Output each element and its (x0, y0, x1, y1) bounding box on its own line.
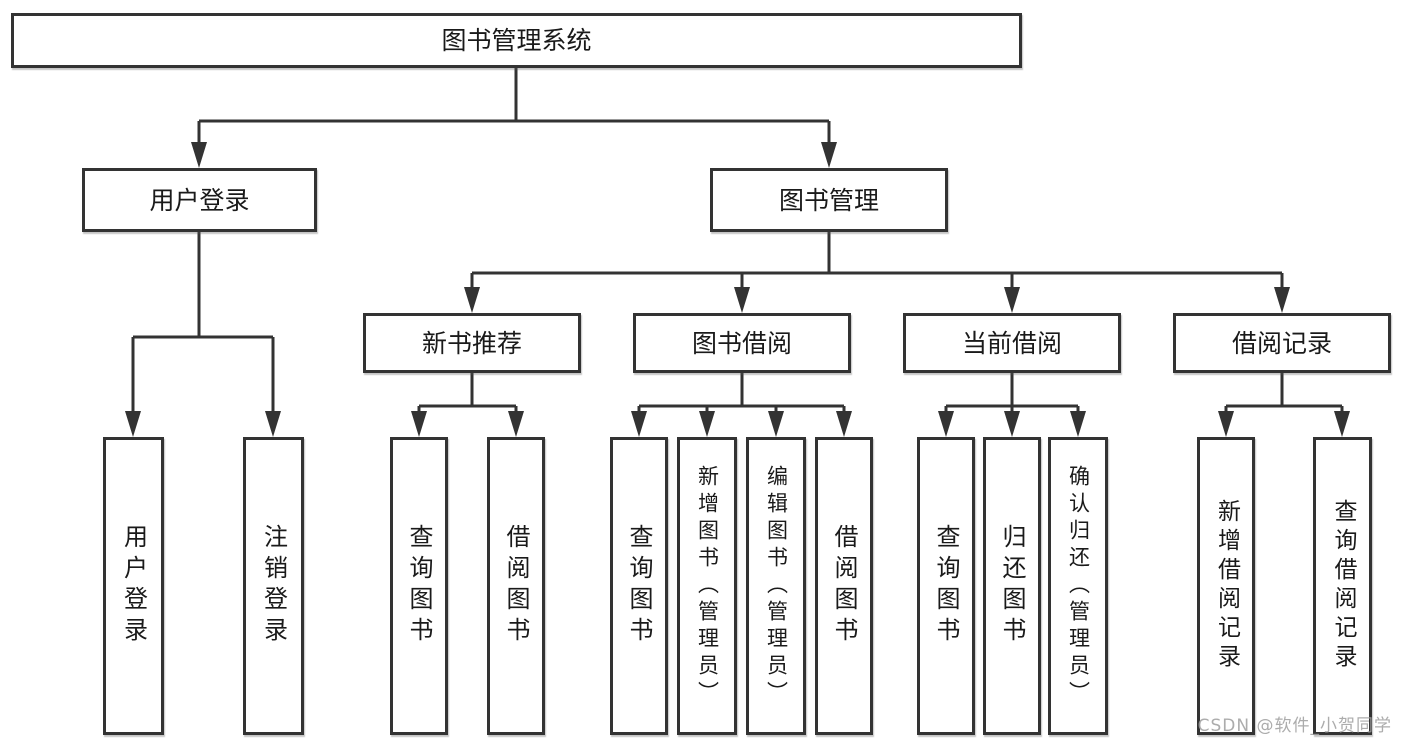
node-library-management-system-label: 图书管理系统 (441, 26, 592, 55)
leaf-add-borrow-record-label: 新增借阅记录 (1213, 499, 1240, 673)
leaf-user-login-label: 用户登录 (119, 524, 148, 648)
leaf-return-books: 归还图书 (983, 437, 1041, 735)
node-new-book-recommend: 新书推荐 (363, 313, 581, 373)
connector-user-login-branch (125, 232, 281, 437)
leaf-query-books-1-label: 查询图书 (405, 524, 433, 648)
leaf-borrow-books-2: 借阅图书 (815, 437, 873, 735)
leaf-query-borrow-record: 查询借阅记录 (1313, 437, 1372, 735)
node-library-management-system: 图书管理系统 (11, 13, 1022, 68)
leaf-add-book-admin-label: 新增图书（管理员） (695, 464, 720, 708)
leaf-add-borrow-record: 新增借阅记录 (1197, 437, 1255, 735)
connector-root-to-level2 (191, 68, 837, 168)
node-book-borrow: 图书借阅 (633, 313, 851, 373)
leaf-confirm-return-admin: 确认归还（管理员） (1048, 437, 1108, 735)
leaf-query-books-2-label: 查询图书 (625, 524, 653, 648)
watermark: CSDN @软件_小贺同学 (1197, 716, 1392, 736)
leaf-confirm-return-admin-label: 确认归还（管理员） (1066, 464, 1091, 708)
node-book-borrow-label: 图书借阅 (691, 328, 792, 358)
leaf-add-book-admin: 新增图书（管理员） (677, 437, 737, 735)
leaf-borrow-books-1-label: 借阅图书 (502, 524, 530, 648)
leaf-query-books-1: 查询图书 (390, 437, 448, 735)
leaf-query-books-2: 查询图书 (610, 437, 668, 735)
connector-current-borrow-branch (938, 373, 1086, 437)
leaf-query-borrow-record-label: 查询借阅记录 (1330, 499, 1356, 673)
leaf-return-books-label: 归还图书 (998, 524, 1026, 648)
connector-book-borrow-branch (631, 373, 852, 437)
leaf-borrow-books-2-label: 借阅图书 (830, 524, 858, 648)
node-new-book-recommend-label: 新书推荐 (421, 328, 522, 358)
leaf-user-login: 用户登录 (103, 437, 164, 735)
node-borrow-records: 借阅记录 (1173, 313, 1391, 373)
leaf-logout-login: 注销登录 (243, 437, 304, 735)
node-current-borrow-label: 当前借阅 (961, 328, 1062, 358)
node-user-login: 用户登录 (82, 168, 317, 232)
leaf-edit-book-admin: 编辑图书（管理员） (746, 437, 806, 735)
leaf-borrow-books-1: 借阅图书 (487, 437, 545, 735)
leaf-query-books-3: 查询图书 (917, 437, 975, 735)
node-borrow-records-label: 借阅记录 (1231, 328, 1332, 358)
leaf-edit-book-admin-label: 编辑图书（管理员） (764, 464, 789, 708)
connector-book-management-branch (464, 232, 1290, 313)
node-current-borrow: 当前借阅 (903, 313, 1121, 373)
leaf-logout-login-label: 注销登录 (259, 524, 288, 648)
node-book-management: 图书管理 (710, 168, 948, 232)
node-user-login-label: 用户登录 (149, 185, 250, 215)
node-book-management-label: 图书管理 (778, 185, 879, 215)
connector-borrow-records-branch (1218, 373, 1350, 437)
leaf-query-books-3-label: 查询图书 (932, 524, 960, 648)
connector-new-book-branch (411, 373, 524, 437)
